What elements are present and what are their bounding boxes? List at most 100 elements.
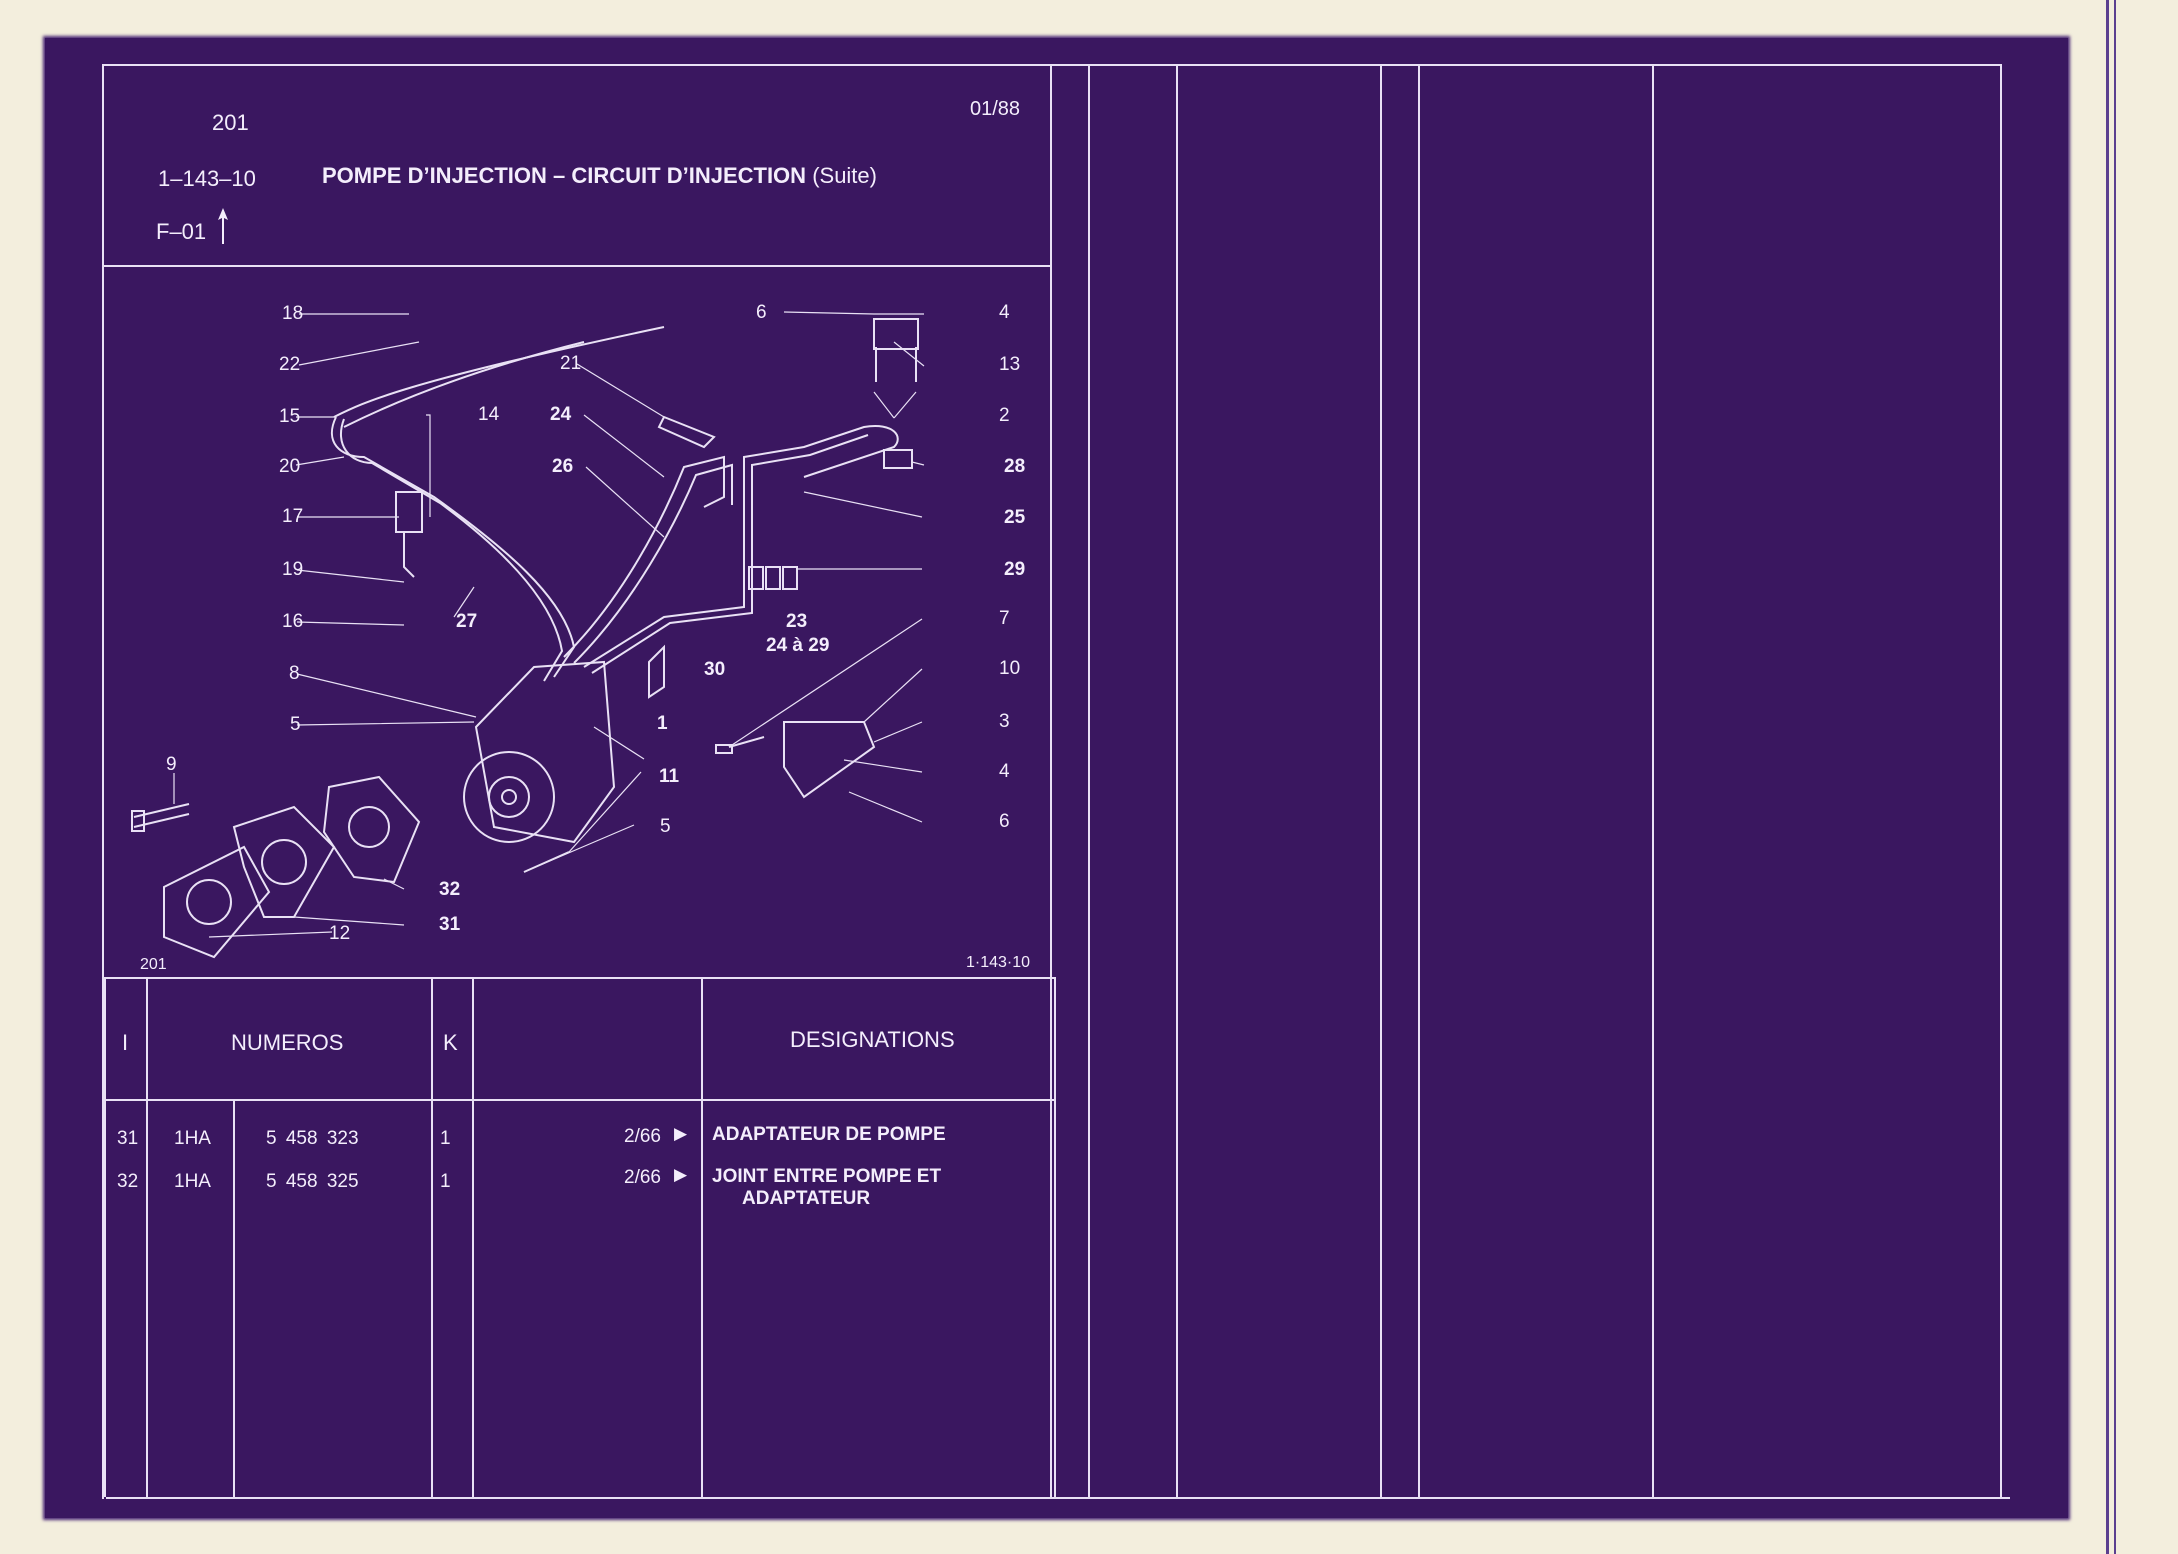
- page-title: POMPE D’INJECTION – CIRCUIT D’INJECTION …: [322, 163, 877, 189]
- clamp-13: [873, 318, 919, 350]
- clip-28: [883, 449, 913, 469]
- nozzle-7: [728, 736, 765, 748]
- right-arrow-icon: ▶: [674, 1165, 688, 1184]
- callout-11: 11: [659, 766, 680, 787]
- support-bracket: [783, 721, 876, 799]
- reference-number: 1–143–10: [158, 166, 256, 191]
- right-arrow-icon: ▶: [674, 1124, 688, 1143]
- table-col-divider: [701, 977, 703, 1497]
- up-arrow-icon: [218, 208, 228, 244]
- title-suffix: (Suite): [812, 163, 877, 188]
- callout-10: 10: [999, 658, 1020, 679]
- injection-pipe: [583, 425, 899, 668]
- film-edge: [2106, 0, 2109, 1554]
- row-part-number: 5 458 323: [266, 1128, 359, 1149]
- column-divider: [1380, 66, 1382, 1499]
- fiche-label: F–01: [156, 219, 207, 244]
- pump-flange-inner: [488, 776, 530, 818]
- callout-24: 24: [550, 404, 572, 425]
- column-divider: [1418, 66, 1420, 1499]
- injection-pipe: [330, 416, 576, 678]
- row-k: 1: [440, 1171, 451, 1192]
- microfiche-sheet: [45, 38, 2068, 1518]
- injection-pipe: [343, 341, 585, 428]
- pump-flange: [463, 751, 555, 843]
- row-date: 2/66: [624, 1126, 661, 1147]
- table-col-divider: [472, 977, 474, 1497]
- callout-21: 21: [560, 353, 581, 374]
- row-k: 1: [440, 1128, 451, 1149]
- callout-19: 19: [282, 559, 303, 580]
- callout-18: 18: [282, 303, 303, 324]
- title-main: POMPE D’INJECTION – CIRCUIT D’INJECTION: [322, 163, 807, 188]
- frame-bottom: [106, 1497, 2010, 1499]
- table-col-divider: [233, 1099, 235, 1497]
- injection-pipe: [339, 418, 564, 682]
- column-divider: [1652, 66, 1654, 1499]
- bolt-9: [133, 803, 190, 828]
- row-designation-continued: ADAPTATEUR: [742, 1188, 871, 1209]
- callout-26: 26: [552, 456, 573, 477]
- column-header-numeros: NUMEROS: [231, 1030, 344, 1055]
- gasket-12: [163, 845, 271, 959]
- callout-13: 13: [999, 354, 1020, 375]
- callout-22: 22: [279, 354, 300, 375]
- callout-5: 5: [290, 714, 301, 735]
- page-number: 201: [212, 110, 249, 135]
- adaptor-31: [232, 805, 336, 918]
- pump-body: [474, 660, 616, 844]
- callout-20: 20: [279, 456, 300, 477]
- row-code: 1HA: [174, 1171, 211, 1192]
- frame-top: [102, 64, 2000, 66]
- date-code: 01/88: [970, 98, 1021, 120]
- exploded-view-illustration: 18 22 15 20 17 19 16 8 5 9 14 21 24 26 2…: [104, 267, 1050, 976]
- table-left-border: [104, 977, 106, 1497]
- callout-28: 28: [1004, 456, 1025, 477]
- illustration-reference: 1·143·10: [966, 954, 1030, 971]
- row-index: 32: [117, 1171, 139, 1192]
- callout-27: 27: [456, 611, 477, 632]
- callout-30: 30: [704, 659, 725, 680]
- table-col-divider: [146, 977, 148, 1497]
- callout-9: 9: [166, 754, 177, 775]
- table-right-border: [1054, 977, 1056, 1497]
- callout-3: 3: [999, 711, 1010, 732]
- injection-pump-diagram: 18 22 15 20 17 19 16 8 5 9 14 21 24 26 2…: [131, 302, 1030, 973]
- callout-23: 23: [786, 611, 807, 632]
- injection-pipe: [573, 463, 733, 664]
- column-header-designations: DESIGNATIONS: [790, 1027, 955, 1052]
- table-col-divider: [431, 977, 433, 1497]
- callout-24-29: 24 à 29: [766, 635, 829, 656]
- callout-15: 15: [279, 406, 300, 427]
- callout-4: 4: [999, 302, 1010, 323]
- row-date: 2/66: [624, 1167, 661, 1188]
- film-edge: [2114, 0, 2116, 1554]
- callout-5: 5: [660, 816, 671, 837]
- injection-pipe: [591, 434, 869, 674]
- bracket-30: [648, 644, 665, 699]
- header-divider: [102, 265, 1050, 267]
- injector-17: [395, 491, 423, 533]
- bracket-21: [657, 415, 716, 449]
- row-designation: ADAPTATEUR DE POMPE: [712, 1124, 946, 1145]
- clip-29: [748, 566, 764, 590]
- callout-8: 8: [289, 663, 300, 684]
- frame-right: [2000, 64, 2002, 1499]
- callout-7: 7: [999, 608, 1010, 629]
- callout-12: 12: [329, 923, 350, 944]
- injection-pipe: [563, 455, 725, 658]
- callout-32: 32: [439, 879, 460, 900]
- row-index: 31: [117, 1128, 139, 1149]
- pump-shaft: [501, 789, 517, 805]
- callout-29: 29: [1004, 559, 1025, 580]
- column-divider: [1176, 66, 1178, 1499]
- callout-16: 16: [282, 611, 303, 632]
- table-header-divider: [104, 1099, 1054, 1101]
- callout-6: 6: [756, 302, 767, 323]
- column-header-k: K: [443, 1030, 458, 1055]
- leader-lines: [173, 311, 925, 938]
- panel-divider: [1050, 66, 1052, 1499]
- column-header-index: I: [122, 1030, 129, 1055]
- callout-25: 25: [1004, 507, 1026, 528]
- callout-4: 4: [999, 761, 1010, 782]
